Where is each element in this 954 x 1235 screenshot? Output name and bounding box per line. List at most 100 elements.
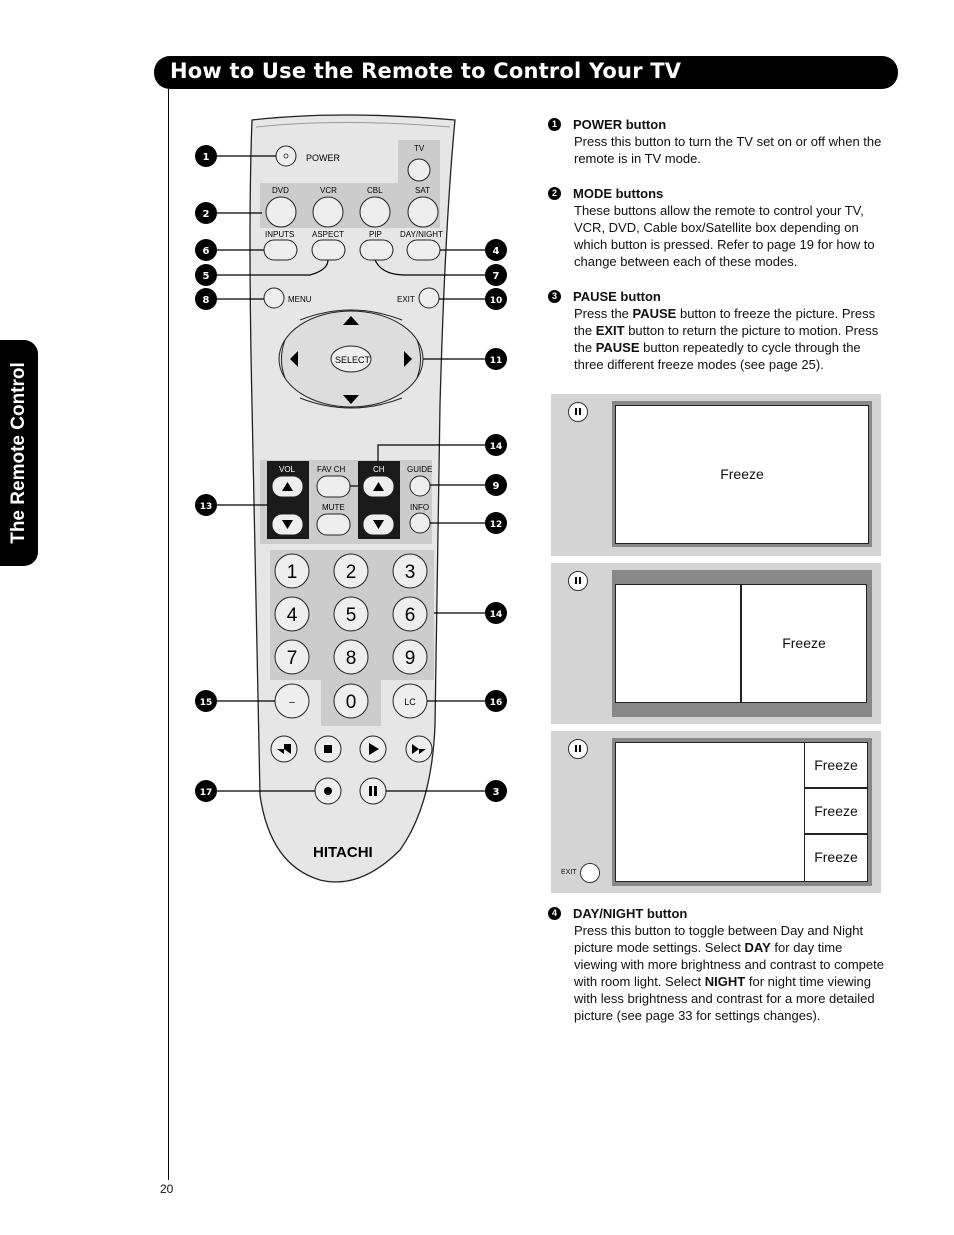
svg-text:9: 9 bbox=[493, 481, 500, 492]
sat-button[interactable] bbox=[407, 196, 439, 228]
vcr-button[interactable] bbox=[312, 196, 344, 228]
up-arrow-icon[interactable] bbox=[343, 316, 359, 325]
freeze-screen-a: Freeze bbox=[804, 742, 868, 788]
svg-text:7: 7 bbox=[493, 271, 500, 282]
mute-label: MUTE bbox=[322, 503, 345, 512]
guide-button[interactable] bbox=[409, 475, 431, 497]
fav-ch-button[interactable] bbox=[316, 475, 351, 498]
ch-label: CH bbox=[373, 465, 385, 474]
svg-text:1: 1 bbox=[203, 152, 210, 163]
freeze-label: Freeze bbox=[814, 849, 858, 865]
callout-3 bbox=[485, 780, 507, 802]
menu-button[interactable] bbox=[263, 287, 285, 309]
freeze-label: Freeze bbox=[720, 466, 764, 482]
aspect-button[interactable] bbox=[311, 239, 346, 261]
fav-ch-label: FAV CH bbox=[317, 465, 346, 474]
callout-12 bbox=[485, 512, 507, 534]
svg-text:10: 10 bbox=[490, 296, 503, 306]
exit-button[interactable] bbox=[580, 863, 600, 883]
callout-8 bbox=[195, 288, 217, 310]
section-title: PAUSE button bbox=[573, 289, 661, 304]
key-2-button[interactable] bbox=[333, 553, 369, 589]
lc-label: LC bbox=[404, 697, 416, 707]
tv-button[interactable] bbox=[407, 158, 431, 182]
svg-text:12: 12 bbox=[490, 520, 503, 530]
key-8-button[interactable] bbox=[333, 639, 369, 675]
inputs-button[interactable] bbox=[263, 239, 298, 261]
tv-label: TV bbox=[414, 144, 425, 153]
stop-icon bbox=[324, 745, 332, 753]
day-night-button[interactable] bbox=[406, 239, 441, 261]
key-6-button[interactable] bbox=[392, 596, 428, 632]
cbl-label: CBL bbox=[367, 186, 383, 195]
svg-text:3: 3 bbox=[493, 787, 500, 798]
key-3-button[interactable] bbox=[392, 553, 428, 589]
key-5-label: 5 bbox=[346, 605, 357, 626]
freeze-panel-3: Freeze Freeze Freeze EXIT bbox=[551, 731, 881, 893]
brand-logo: HITACHI bbox=[313, 844, 373, 861]
callout-15 bbox=[195, 690, 217, 712]
key-8-label: 8 bbox=[346, 648, 357, 669]
callout-16 bbox=[485, 690, 507, 712]
side-tab: The Remote Control bbox=[0, 340, 38, 566]
section-title: MODE buttons bbox=[573, 186, 664, 201]
svg-text:17: 17 bbox=[200, 788, 213, 798]
exit-button[interactable] bbox=[418, 287, 440, 309]
section-body: These buttons allow the remote to contro… bbox=[574, 203, 875, 269]
mute-button[interactable] bbox=[316, 513, 351, 536]
pip-button[interactable] bbox=[359, 239, 394, 261]
key-9-button[interactable] bbox=[392, 639, 428, 675]
key-3-label: 3 bbox=[405, 562, 416, 583]
svg-text:6: 6 bbox=[203, 246, 210, 257]
vcr-label: VCR bbox=[320, 186, 337, 195]
callout-1 bbox=[195, 145, 217, 167]
key-7-button[interactable] bbox=[274, 639, 310, 675]
callout-14a bbox=[485, 434, 507, 456]
callout-11 bbox=[485, 348, 507, 370]
pause-button[interactable] bbox=[359, 777, 387, 805]
callout-2 bbox=[195, 202, 217, 224]
svg-text:8: 8 bbox=[203, 295, 210, 306]
callout-10 bbox=[485, 288, 507, 310]
select-button[interactable] bbox=[330, 345, 372, 373]
pip-label: PIP bbox=[369, 230, 382, 239]
select-label: SELECT bbox=[335, 355, 371, 365]
dvd-button[interactable] bbox=[265, 196, 297, 228]
day-night-label: DAY/NIGHT bbox=[400, 230, 443, 239]
main-screen bbox=[615, 742, 805, 882]
key-4-button[interactable] bbox=[274, 596, 310, 632]
callout-6 bbox=[195, 239, 217, 261]
key-5-button[interactable] bbox=[333, 596, 369, 632]
vol-up-icon bbox=[282, 482, 293, 491]
freeze-panel-1: Freeze bbox=[551, 394, 881, 556]
ch-down-icon bbox=[373, 520, 384, 529]
pause-icon bbox=[369, 786, 372, 796]
right-arrow-icon[interactable] bbox=[404, 351, 412, 367]
exit-label: EXIT bbox=[397, 295, 415, 304]
guide-label: GUIDE bbox=[407, 465, 432, 474]
inputs-label: INPUTS bbox=[265, 230, 294, 239]
section-title: POWER button bbox=[573, 117, 667, 132]
power-button[interactable] bbox=[275, 145, 297, 167]
key-0-button[interactable] bbox=[333, 683, 369, 719]
menu-label: MENU bbox=[288, 295, 312, 304]
svg-text:15: 15 bbox=[200, 698, 213, 708]
left-arrow-icon[interactable] bbox=[290, 351, 298, 367]
key-1-button[interactable] bbox=[274, 553, 310, 589]
info-button[interactable] bbox=[409, 512, 431, 534]
section-title: DAY/NIGHT button bbox=[573, 906, 688, 921]
fast-forward-icon bbox=[412, 744, 426, 754]
pause-icon bbox=[568, 571, 588, 591]
exit-label: EXIT bbox=[561, 869, 577, 876]
freeze-screen-b: Freeze bbox=[804, 788, 868, 834]
down-arrow-icon[interactable] bbox=[343, 395, 359, 404]
cbl-button[interactable] bbox=[359, 196, 391, 228]
rewind-icon bbox=[277, 744, 291, 754]
record-icon bbox=[324, 787, 332, 795]
svg-text:14: 14 bbox=[490, 610, 503, 620]
freeze-label: Freeze bbox=[814, 757, 858, 773]
